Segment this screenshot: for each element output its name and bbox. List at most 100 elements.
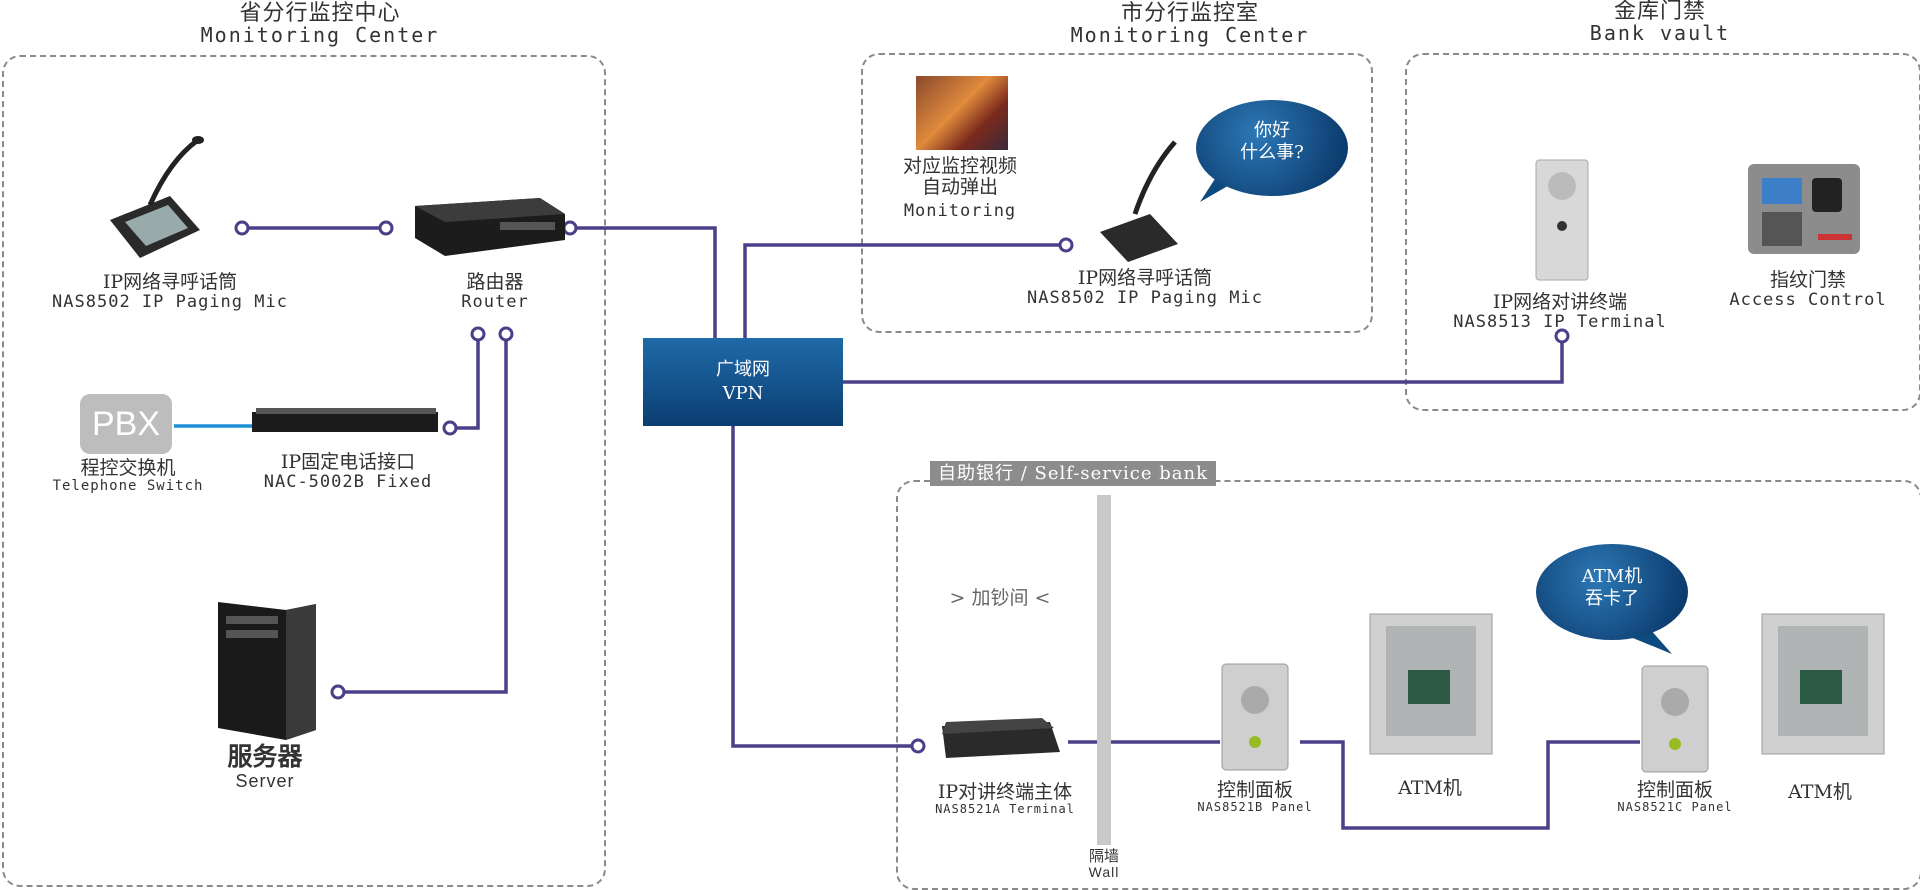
port-router-left [378, 220, 394, 236]
bubble-line1: 你好 [1254, 120, 1290, 141]
monitoring-video-thumbnail [916, 76, 1008, 150]
label-cn: IP网络寻呼话筒 [102, 271, 238, 293]
label-en: Wall [1088, 863, 1120, 880]
label-en: Router [461, 291, 529, 312]
label-cn: 程控交换机 [80, 457, 176, 479]
wire-vpn-host [731, 426, 918, 748]
panel-c-device [1641, 665, 1709, 773]
label-cash-room: > 加钞间 < [940, 588, 1060, 609]
port-fixed-phone [442, 420, 458, 436]
paging-mic-city-device [1100, 140, 1178, 262]
port-server [330, 684, 346, 700]
label-fixed-phone: IP固定电话接口 NAC-5002B Fixed [248, 452, 448, 492]
wire-panel-b-panel-c [1300, 740, 1640, 830]
wire-vpn-vault [843, 336, 1564, 384]
label-pbx: 程控交换机 Telephone Switch [48, 458, 208, 494]
paging-mic-left-device [110, 136, 204, 258]
label-cn: 控制面板 [1216, 779, 1293, 801]
label-atm-2: ATM机 [1770, 782, 1870, 803]
pbx-badge: PBX [80, 394, 172, 454]
label-cn: IP固定电话接口 [280, 451, 416, 473]
bubble-line1: ATM机 [1581, 566, 1643, 587]
bubble-line2: 什么事? [1240, 142, 1304, 163]
port-mic-left [234, 220, 250, 236]
zone-title-cn: 市分行监控室 [1120, 1, 1259, 26]
label-cn: 隔墙 [1088, 847, 1119, 865]
speech-bubble-city: 你好 什么事? [1196, 100, 1348, 196]
label-en: NAS8513 IP Terminal [1453, 311, 1667, 332]
router-device [415, 198, 565, 256]
label-cn: 服务器 [227, 743, 303, 771]
zone-tag-self-service: 自助银行 / Self-service bank [930, 461, 1216, 486]
zone-title-cn: 金库门禁 [1613, 0, 1706, 24]
fixed-phone-device [252, 408, 438, 432]
atm-1-device [1369, 613, 1493, 755]
label-cn: IP网络寻呼话筒 [1077, 267, 1213, 289]
label-en: NAS8521A Terminal [935, 801, 1075, 816]
port-intercom-host [910, 738, 926, 754]
label-en: Monitoring [903, 200, 1017, 221]
zone-title-cn: 省分行监控中心 [239, 1, 401, 26]
label-cn: 控制面板 [1636, 779, 1713, 801]
label-panel-c: 控制面板 NAS8521C Panel [1610, 780, 1740, 814]
label-en: Telephone Switch [52, 477, 204, 494]
vault-terminal-device [1535, 159, 1589, 281]
zone-title-en: Monitoring Center [200, 23, 440, 48]
label-en: NAS8521B Panel [1197, 799, 1313, 814]
port-router-fixed [470, 326, 486, 342]
label-panel-b: 控制面板 NAS8521B Panel [1190, 780, 1320, 814]
port-city-mic [1058, 237, 1074, 253]
label-en: NAS8502 IP Paging Mic [52, 291, 288, 312]
wan-vpn-box: 广域网 VPN [643, 338, 843, 426]
wire-vpn-city-mic [743, 243, 1066, 338]
wall-divider [1097, 495, 1111, 845]
intercom-host-device [942, 718, 1060, 758]
zone-self-service-bank [896, 480, 1920, 890]
zone-title-en: Bank vault [1589, 21, 1731, 46]
label-monitoring-popup: 对应监控视频 自动弹出 Monitoring [880, 156, 1040, 220]
label-paging-mic-city: IP网络寻呼话筒 NAS8502 IP Paging Mic [1010, 268, 1280, 308]
label-en: Access Control [1729, 289, 1887, 310]
label-cn: 指纹门禁 [1769, 269, 1846, 291]
label-cn: ATM机 [1788, 781, 1852, 803]
label-cn: ATM机 [1398, 777, 1462, 799]
zone-provincial-monitoring [2, 55, 606, 887]
vpn-line1: 广域网 [716, 359, 770, 380]
port-vault-terminal [1554, 328, 1570, 344]
server-device [218, 602, 316, 740]
zone-title-en: Monitoring Center [1070, 23, 1310, 48]
wire-server-router [338, 334, 508, 694]
zone-title-vault: 金库门禁 Bank vault [1560, 0, 1760, 44]
label-en: NAS8502 IP Paging Mic [1027, 287, 1263, 308]
zone-city-monitoring [861, 53, 1373, 333]
bubble-line2: 吞卡了 [1585, 588, 1639, 609]
label-en: NAC-5002B Fixed [263, 471, 433, 492]
label-cn: 对应监控视频 [902, 155, 1017, 177]
speech-bubble-atm: ATM机 吞卡了 [1536, 544, 1688, 640]
label-cn: IP网络对讲终端 [1492, 291, 1628, 313]
port-router-server [498, 326, 514, 342]
port-router-wan [562, 220, 578, 236]
label-en: Server [235, 770, 295, 791]
label-cn: > 加钞间 < [949, 587, 1051, 609]
access-control-device [1748, 164, 1860, 254]
vpn-line2: VPN [722, 383, 764, 404]
zone-title-city: 市分行监控室 Monitoring Center [1040, 2, 1340, 46]
label-vault-terminal: IP网络对讲终端 NAS8513 IP Terminal [1440, 292, 1680, 332]
label-access-control: 指纹门禁 Access Control [1718, 270, 1898, 310]
label-atm-1: ATM机 [1380, 778, 1480, 799]
label-cn: 自动弹出 [921, 175, 998, 198]
panel-b-device [1221, 663, 1289, 771]
wire-fixed-router [450, 334, 480, 430]
label-cn: IP对讲终端主体 [937, 781, 1073, 803]
label-router: 路由器 Router [440, 272, 550, 312]
label-server: 服务器 Server [200, 743, 330, 791]
label-intercom-host: IP对讲终端主体 NAS8521A Terminal [920, 782, 1090, 816]
label-en: NAS8521C Panel [1617, 799, 1733, 814]
label-paging-mic-left: IP网络寻呼话筒 NAS8502 IP Paging Mic [40, 272, 300, 312]
label-cn: 路由器 [466, 271, 524, 293]
wire-router-vpn [570, 226, 717, 338]
atm-2-device [1761, 613, 1885, 755]
label-wall: 隔墙 Wall [1074, 848, 1134, 880]
